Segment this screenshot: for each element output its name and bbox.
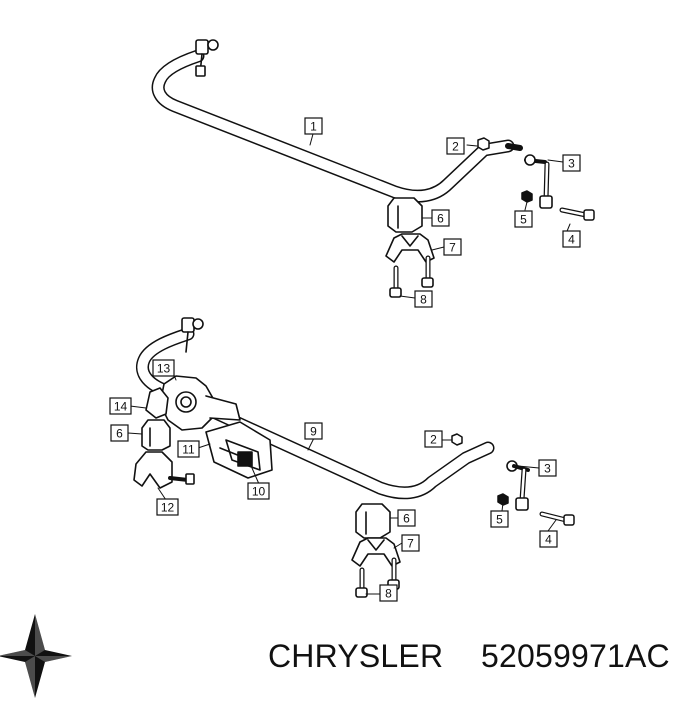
callout-8: 8 [414, 290, 433, 308]
callout-1: 1 [304, 117, 323, 135]
svg-text:8: 8 [385, 587, 392, 601]
svg-text:6: 6 [437, 212, 444, 226]
chrysler-pentastar-icon [0, 614, 72, 698]
lower-nut-2 [451, 433, 463, 446]
lower-left-bushing-6 [141, 419, 171, 451]
callout-11: 11 [177, 440, 200, 458]
callout-6: 6 [431, 209, 450, 227]
svg-text:7: 7 [407, 537, 414, 551]
upper-bolts-8 [389, 255, 434, 298]
svg-text:10: 10 [252, 485, 266, 499]
upper-right-end-link [505, 143, 553, 209]
svg-text:14: 14 [114, 400, 128, 414]
svg-text:2: 2 [452, 140, 459, 154]
svg-text:5: 5 [520, 213, 527, 227]
svg-text:5: 5 [496, 513, 503, 527]
callout-14: 14 [109, 397, 132, 415]
lower-assembly [127, 317, 575, 598]
lower-left-bracket-12 [133, 451, 195, 489]
callout-4-lower: 4 [539, 530, 558, 548]
callout-6-lower: 6 [397, 509, 416, 527]
svg-text:2: 2 [430, 433, 437, 447]
callout-13: 13 [152, 359, 175, 377]
callout-7-lower: 7 [401, 534, 420, 552]
svg-text:4: 4 [545, 533, 552, 547]
lower-callouts: 9 2 3 4 5 6 7 8 [109, 359, 558, 602]
callout-9: 9 [304, 422, 323, 440]
svg-text:6: 6 [403, 512, 410, 526]
callout-12: 12 [156, 498, 179, 516]
svg-text:13: 13 [157, 362, 171, 376]
upper-callouts: 1 2 3 4 5 6 7 8 [304, 117, 581, 308]
lower-bushing-6 [355, 503, 391, 539]
svg-text:4: 4 [568, 233, 575, 247]
part-number: 52059971AC [481, 638, 670, 674]
svg-text:3: 3 [568, 157, 575, 171]
lower-stabilizer-bar [136, 327, 495, 500]
callout-2: 2 [446, 137, 465, 155]
lower-bolt-4 [539, 511, 575, 526]
svg-text:11: 11 [182, 443, 195, 457]
upper-bushing-6 [387, 197, 423, 233]
lower-leader-lines [127, 369, 557, 595]
callout-6-left: 6 [110, 424, 129, 442]
callout-5: 5 [514, 210, 533, 228]
svg-text:12: 12 [161, 501, 175, 515]
upper-bolt-4 [559, 207, 595, 221]
upper-assembly [151, 39, 595, 299]
upper-nut-5 [521, 190, 533, 203]
upper-nut-2 [477, 137, 490, 151]
svg-text:7: 7 [449, 241, 456, 255]
svg-text:3: 3 [544, 462, 551, 476]
callout-5-lower: 5 [490, 510, 509, 528]
upper-bracket-7 [385, 233, 435, 263]
svg-text:6: 6 [116, 427, 123, 441]
lower-bracket-7 [351, 537, 401, 567]
lower-left-end-link [181, 317, 204, 353]
lower-control-module [205, 421, 273, 479]
callout-3-lower: 3 [538, 459, 557, 477]
upper-stabilizer-bar [151, 49, 515, 203]
lower-right-end-link [506, 460, 530, 511]
callout-3: 3 [562, 154, 581, 172]
callout-7: 7 [443, 238, 462, 256]
upper-left-end-link [195, 39, 219, 77]
svg-text:9: 9 [310, 425, 317, 439]
callout-8-lower: 8 [379, 584, 398, 602]
lower-actuator-housing [145, 375, 241, 431]
callout-10: 10 [247, 482, 270, 500]
svg-text:8: 8 [420, 293, 427, 307]
lower-bolts-8 [355, 557, 400, 598]
brand-label: CHRYSLER [268, 638, 444, 674]
svg-text:1: 1 [310, 120, 317, 134]
callout-4: 4 [562, 230, 581, 248]
lower-nut-5 [497, 493, 509, 506]
callout-2-lower: 2 [424, 430, 443, 448]
